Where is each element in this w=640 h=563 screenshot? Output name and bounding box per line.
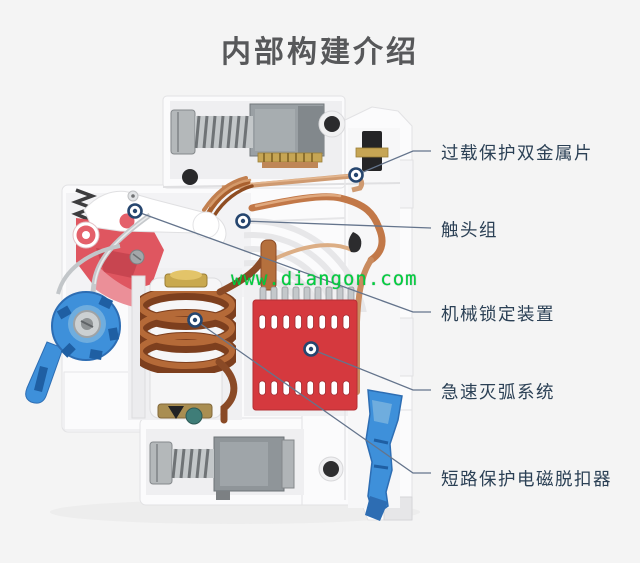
body-shadow xyxy=(50,500,420,524)
toggle-spring-wire xyxy=(56,244,121,295)
teal-contact xyxy=(185,407,203,425)
arc-chute xyxy=(252,286,358,411)
screw-threads xyxy=(194,115,253,149)
label-contact-group: 触头组 xyxy=(441,221,498,241)
latch-spring xyxy=(71,188,97,222)
callout-lines xyxy=(134,150,432,474)
bottom-screw-threads xyxy=(171,448,214,479)
arc-chute-red-plate xyxy=(253,300,357,410)
toggle-handle xyxy=(25,244,121,404)
label-mechanical-lock: 机械锁定装置 xyxy=(441,305,555,325)
callout-dot-latch xyxy=(127,203,143,219)
dark-slot xyxy=(348,232,362,253)
watermark: www.diangon.com xyxy=(231,268,418,290)
callout-dot-bimetal xyxy=(348,167,364,183)
coil-lead-tube xyxy=(260,239,277,291)
top-screw-boss xyxy=(318,110,346,138)
callout-dot-arc-chute xyxy=(303,341,319,357)
label-overload-bimetal: 过载保护双金属片 xyxy=(441,144,593,164)
callout-dots xyxy=(127,167,364,357)
arc-chute-slots-top xyxy=(258,314,350,330)
top-terminal xyxy=(170,103,325,168)
copper-braid xyxy=(202,176,254,218)
callout-dot-contacts xyxy=(235,213,251,229)
solenoid-coil xyxy=(131,239,277,425)
page-title: 内部构建介绍 xyxy=(221,35,419,70)
black-triangle-mark xyxy=(168,406,184,419)
callout-dot-solenoid xyxy=(187,312,203,328)
bottom-terminal xyxy=(149,436,344,500)
label-arc-extinguish: 急速灭弧系统 xyxy=(441,383,555,403)
label-magnetic-trip: 短路保护电磁脱扣器 xyxy=(441,470,612,490)
copper-arc-wire xyxy=(267,243,353,264)
